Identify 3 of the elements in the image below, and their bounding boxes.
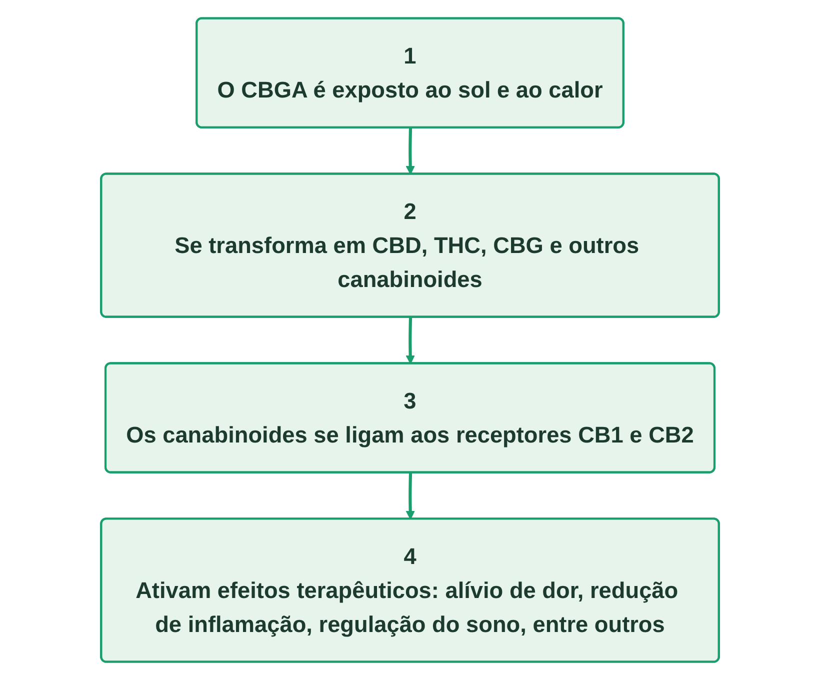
arrow <box>406 128 415 175</box>
arrow <box>406 317 415 364</box>
arrow <box>406 472 415 520</box>
